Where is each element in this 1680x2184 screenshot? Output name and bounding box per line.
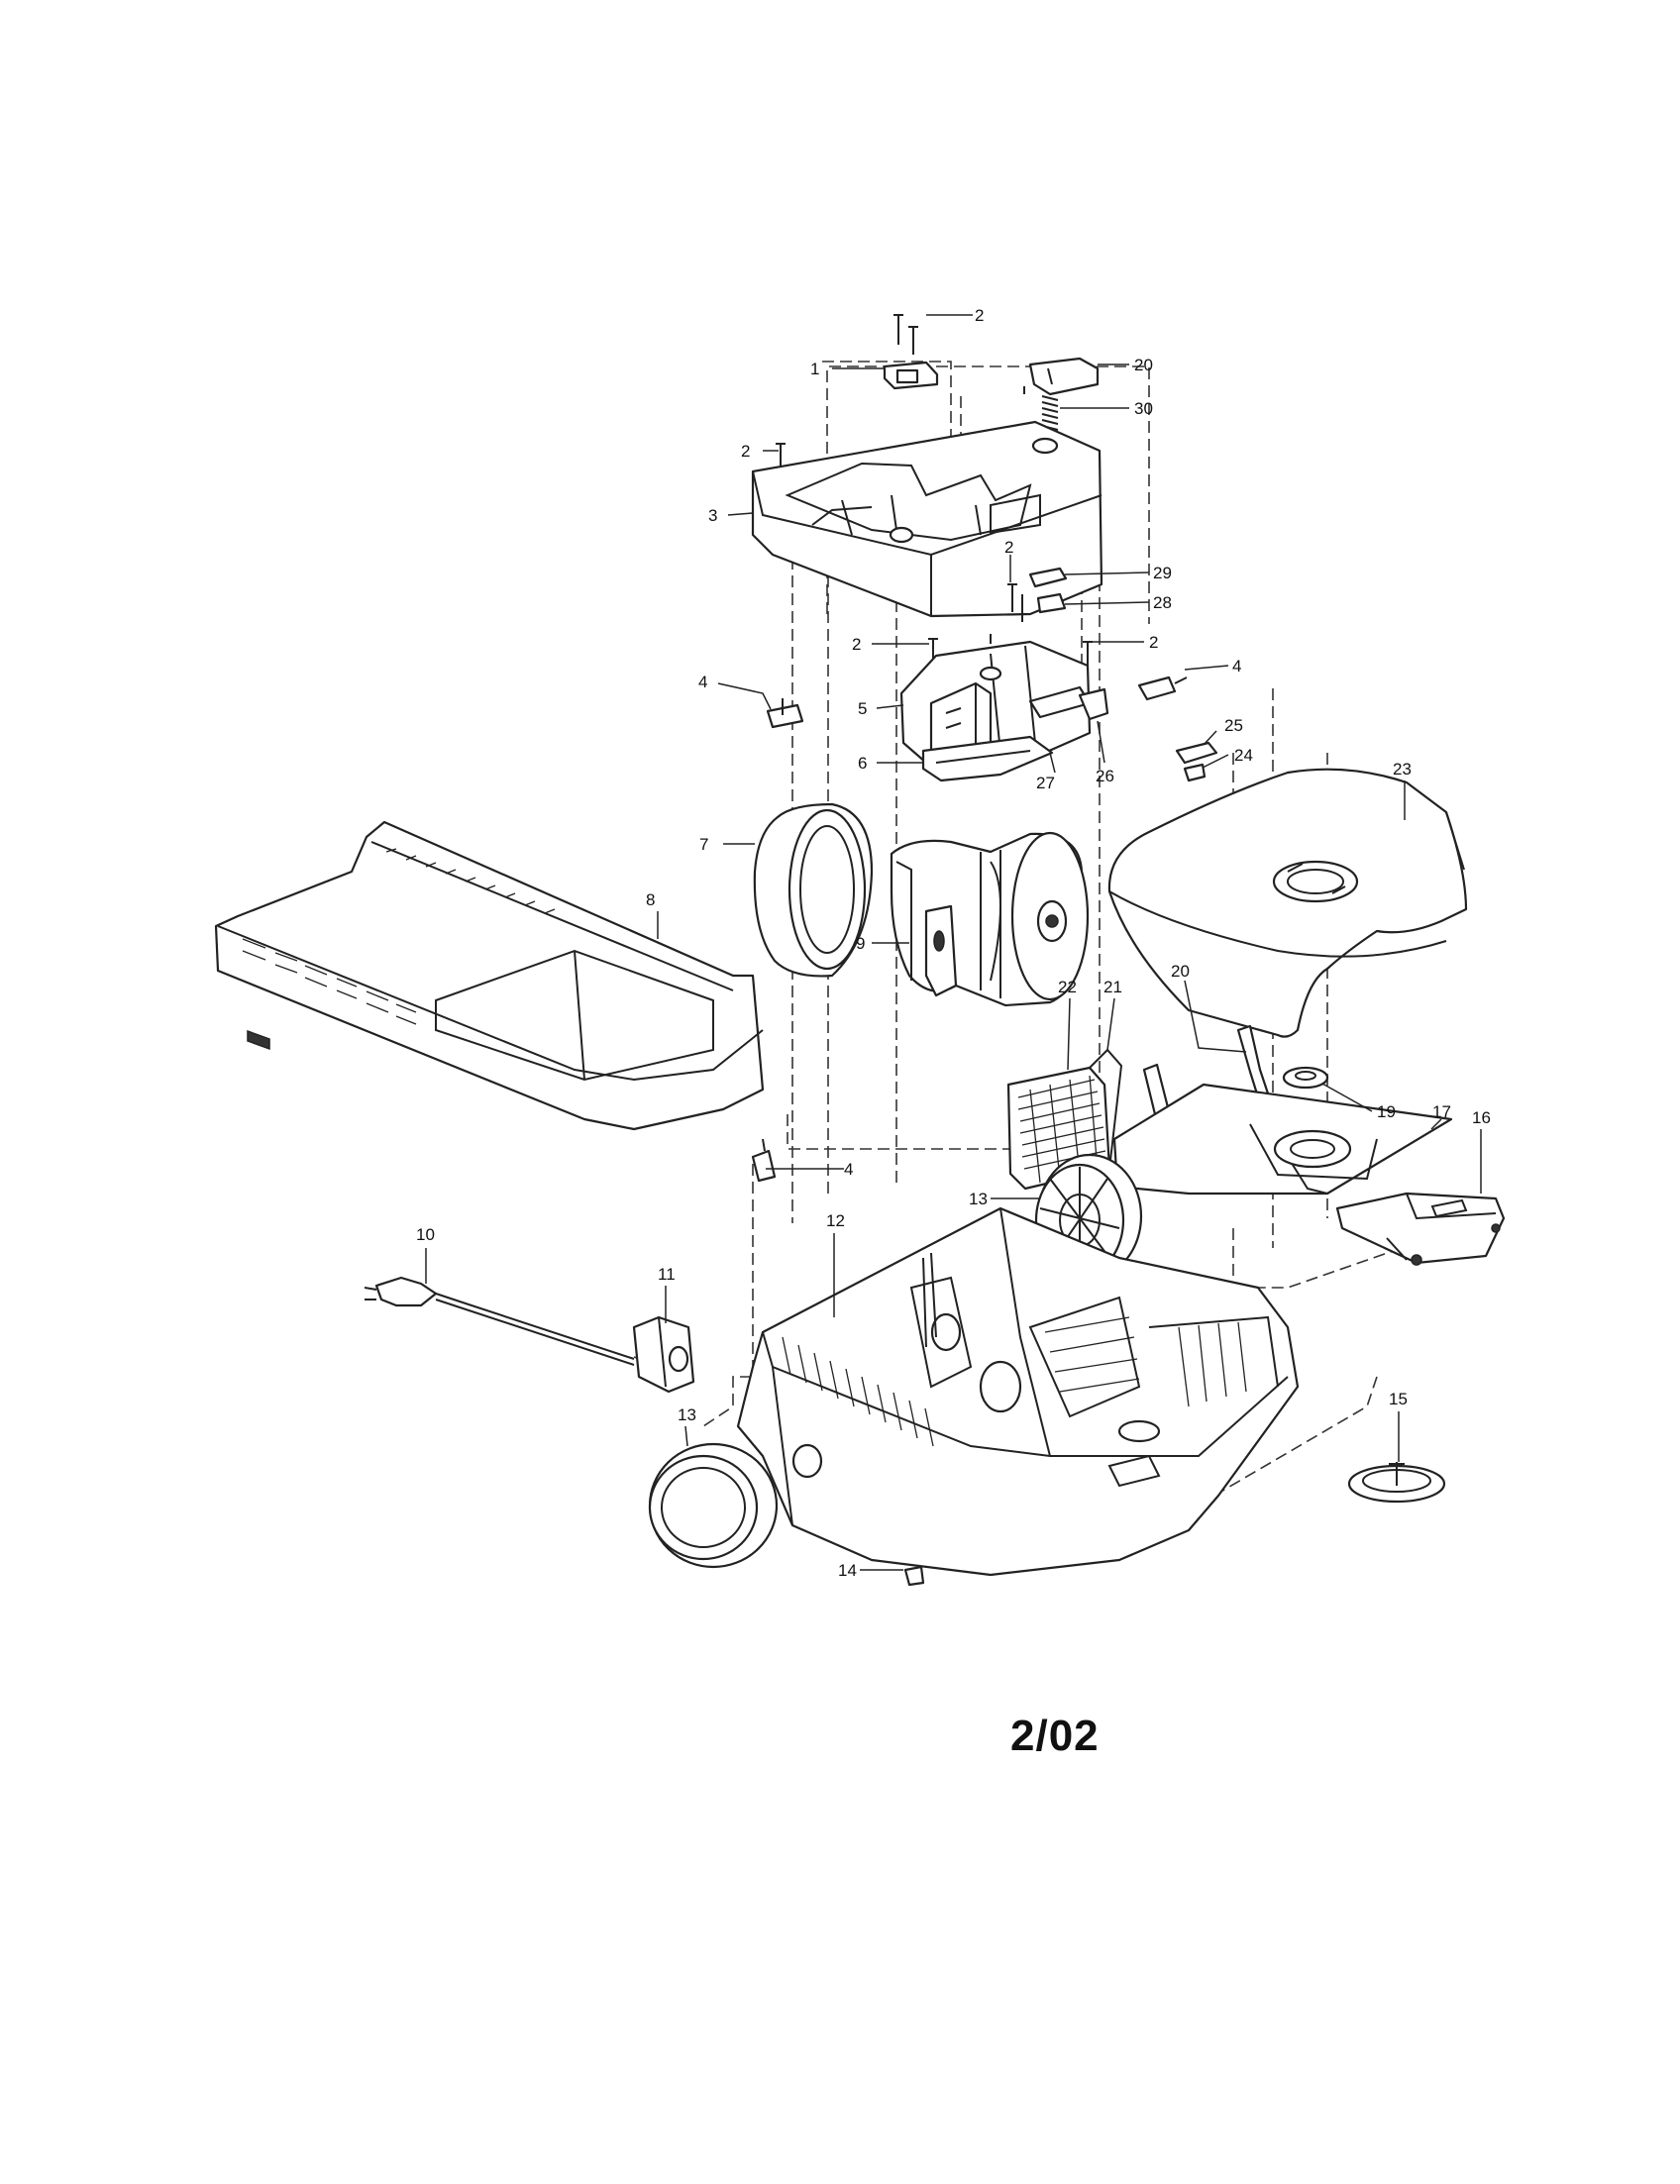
- part-17-bag: [1112, 1083, 1453, 1196]
- callout-5: 5: [858, 699, 867, 718]
- part-3-top-cover: [751, 420, 1103, 618]
- part-14-clip: [903, 1565, 925, 1587]
- callout-23: 23: [1393, 760, 1412, 779]
- part-18-latch: [1028, 357, 1100, 396]
- callout-16: 16: [1472, 1108, 1491, 1127]
- callout-26: 26: [1096, 767, 1114, 785]
- part-5-motor-cover: [899, 640, 1092, 765]
- callout-2-motor-right: 2: [1149, 633, 1158, 652]
- callout-14: 14: [838, 1561, 857, 1580]
- callout-27: 27: [1036, 774, 1055, 792]
- part-9-motor: [890, 831, 1090, 1007]
- callout-17: 17: [1432, 1102, 1451, 1121]
- callout-3: 3: [708, 506, 717, 525]
- part-15-caster: [1347, 1462, 1446, 1504]
- part-25-clip: [1175, 741, 1218, 765]
- callout-25: 25: [1224, 716, 1243, 735]
- part-10-power-cord: [364, 1276, 635, 1366]
- callout-29: 29: [1153, 564, 1172, 582]
- callout-21: 21: [1103, 978, 1122, 996]
- callout-4-left: 4: [698, 673, 707, 691]
- callout-28: 28: [1153, 593, 1172, 612]
- part-2-screws-mid: [928, 583, 1093, 669]
- part-26-bracket: [1078, 687, 1109, 721]
- part-28-clip: [1036, 592, 1067, 614]
- part-24-spring-clip: [1183, 763, 1207, 782]
- part-2-screws-top: [776, 314, 1025, 473]
- callout-9: 9: [856, 934, 865, 953]
- part-11-cord-bracket: [632, 1315, 695, 1394]
- callout-11: 11: [658, 1265, 676, 1284]
- callout-2-left: 2: [741, 442, 750, 461]
- part-4-connector-left: [766, 698, 804, 729]
- callout-10: 10: [416, 1225, 435, 1244]
- part-19-grommet: [1282, 1066, 1329, 1090]
- callout-7: 7: [699, 835, 708, 854]
- part-30-spring: [1041, 395, 1059, 431]
- callout-1: 1: [810, 360, 819, 378]
- part-21-filter-frame: [1089, 1048, 1123, 1170]
- callout-2-motor-left: 2: [852, 635, 861, 654]
- callout-8: 8: [646, 890, 655, 909]
- callout-19: 19: [1377, 1102, 1396, 1121]
- callout-22: 22: [1058, 978, 1077, 996]
- callout-15: 15: [1389, 1390, 1408, 1408]
- callout-2-top: 2: [975, 306, 984, 325]
- callout-20: 20: [1171, 962, 1190, 981]
- callout-labels: 2 1 2 3 20 30 29 28 2 2 2 4 4 5 6 27 26 …: [416, 306, 1491, 1580]
- part-4-connector-lower: [751, 1138, 777, 1183]
- part-23-bag-lid: [1107, 768, 1468, 1038]
- callout-2-mid: 2: [1004, 538, 1013, 557]
- callout-13-lower: 13: [678, 1405, 696, 1424]
- callout-4-lower: 4: [844, 1160, 853, 1179]
- part-7-ring: [753, 802, 874, 978]
- part-8-bumper: [214, 820, 765, 1131]
- callout-30: 30: [1134, 399, 1153, 418]
- callout-12: 12: [826, 1211, 845, 1230]
- part-29-plate: [1028, 567, 1068, 588]
- part-13-wheel-lower: [648, 1442, 779, 1569]
- callout-4-right: 4: [1232, 657, 1241, 676]
- callout-18: 20: [1134, 356, 1153, 374]
- callout-24: 24: [1234, 746, 1253, 765]
- part-16-bag-holder: [1335, 1192, 1506, 1266]
- part-1-bracket: [883, 361, 939, 390]
- part-6-gasket: [921, 735, 1054, 782]
- part-4-connector-right: [1137, 676, 1188, 701]
- callout-leaders: [425, 314, 1482, 1571]
- part-12-base: [736, 1206, 1300, 1577]
- revision-date-code: 2/02: [1010, 1712, 1100, 1760]
- callout-13-upper: 13: [969, 1190, 988, 1208]
- callout-6: 6: [858, 754, 867, 773]
